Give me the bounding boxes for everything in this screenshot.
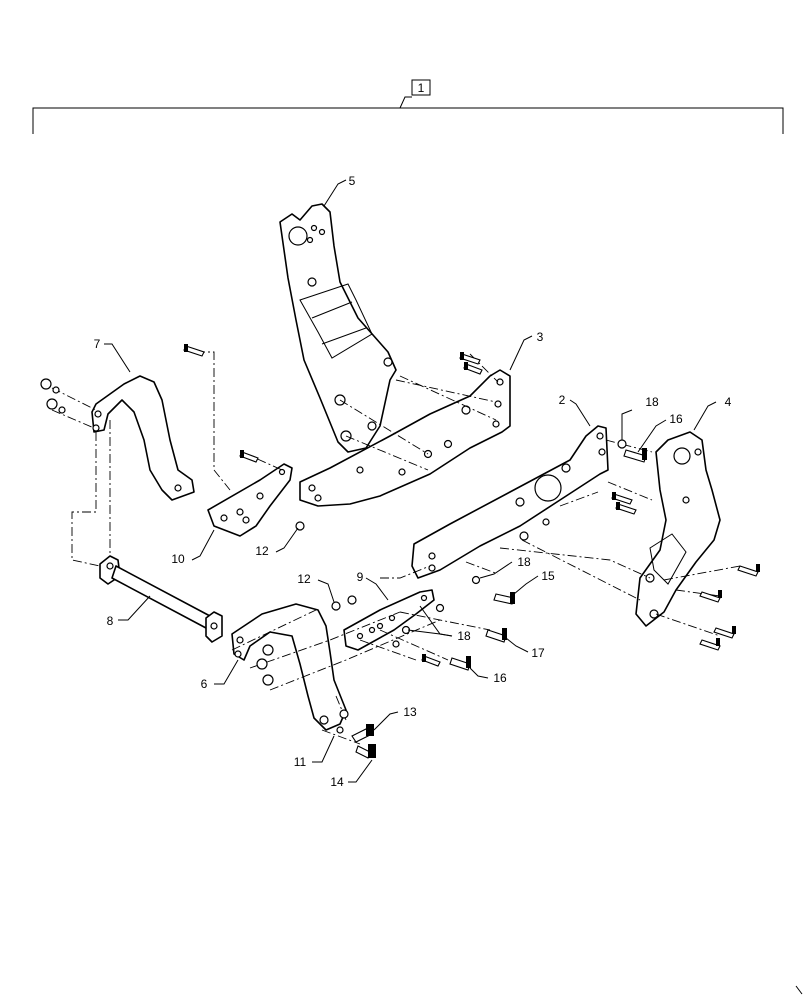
part-5-upper-plate <box>279 203 397 453</box>
hardware-fasteners <box>40 344 760 759</box>
callout-18-lower: 18 <box>457 629 471 643</box>
callout-labels: 5 3 7 2 18 16 4 10 12 12 9 18 15 8 18 17… <box>94 174 732 789</box>
callout-12-lower: 12 <box>297 572 311 586</box>
callout-10: 10 <box>171 552 185 566</box>
callout-11: 11 <box>294 755 307 769</box>
callout-18-upper: 18 <box>645 395 659 409</box>
bolt-group-right <box>611 492 760 651</box>
callout-6: 6 <box>201 677 208 691</box>
assembly-label: 1 <box>418 81 425 95</box>
callout-13: 13 <box>403 705 417 719</box>
corner-mark <box>795 985 803 995</box>
callout-16-lower: 16 <box>493 671 507 685</box>
callout-8: 8 <box>107 614 114 628</box>
part-3-center-bracket <box>299 369 511 507</box>
bolts-13-14 <box>336 709 376 759</box>
part-7-left-arm <box>91 375 195 501</box>
callout-14: 14 <box>330 775 344 789</box>
nuts-part-7 <box>40 378 66 414</box>
part-6-lower-arm <box>231 603 347 731</box>
bolt-17 <box>485 628 507 643</box>
part-2-right-bracket <box>411 425 609 579</box>
bolt-group-top-left <box>183 344 259 463</box>
callout-3: 3 <box>537 330 544 344</box>
bolt-15 <box>471 575 515 605</box>
part-4-right-plate <box>635 431 721 627</box>
part-10-small-plate <box>207 463 305 537</box>
callout-17: 17 <box>531 646 545 660</box>
callout-4: 4 <box>725 395 732 409</box>
callout-12-left: 12 <box>255 544 269 558</box>
part-8-tube <box>99 555 223 643</box>
callout-2: 2 <box>559 393 566 407</box>
nuts-12-lower <box>331 595 357 611</box>
callout-16-upper: 16 <box>669 412 683 426</box>
bolt-16-lower <box>421 654 471 671</box>
assembly-bracket: 1 <box>32 79 784 134</box>
leader-lines <box>104 179 717 783</box>
alignment-lines <box>51 351 741 745</box>
bolt-group-part-3 <box>459 352 483 375</box>
callout-9: 9 <box>357 570 364 584</box>
nuts-part-6 <box>256 644 274 686</box>
callout-15: 15 <box>541 569 555 583</box>
callout-7: 7 <box>94 337 101 351</box>
part-9-lower-plate <box>343 589 435 651</box>
callout-18-mid: 18 <box>517 555 531 569</box>
bolt-16-upper <box>617 439 647 463</box>
callout-5: 5 <box>349 174 356 188</box>
washers-18-lower <box>392 603 445 648</box>
